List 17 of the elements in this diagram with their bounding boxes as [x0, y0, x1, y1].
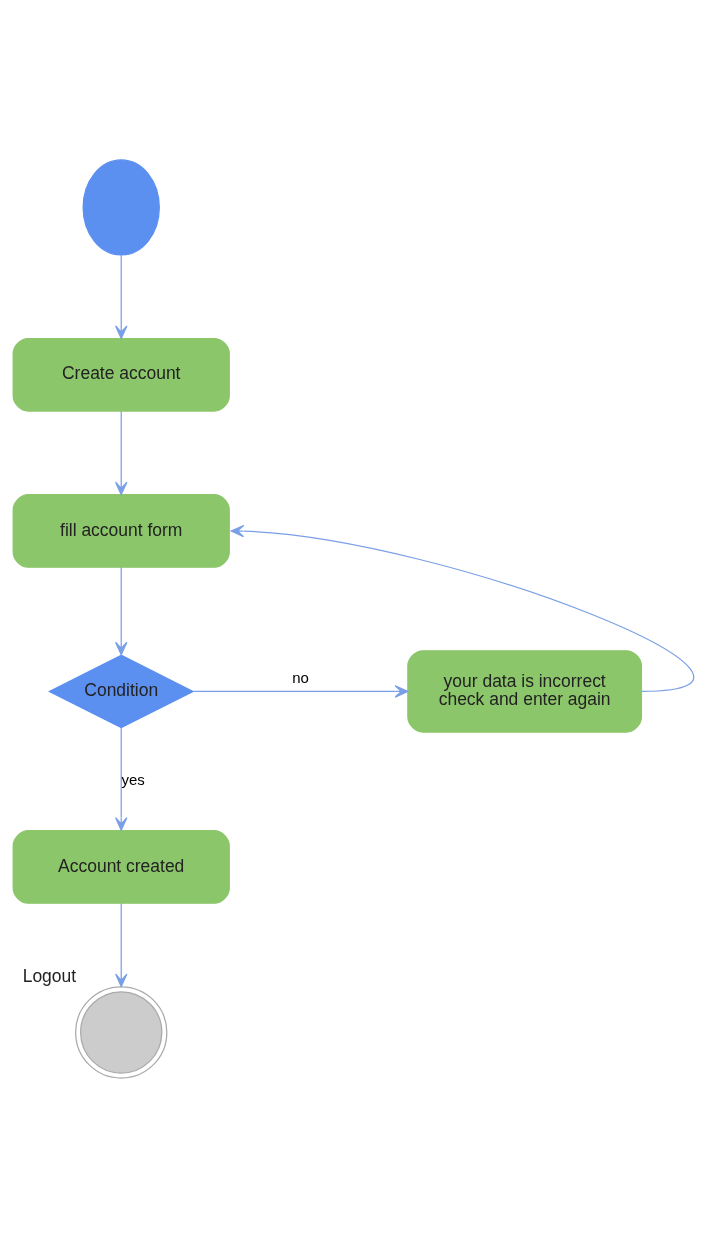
arrow [192, 685, 409, 698]
arrow [114, 566, 128, 656]
node-box: your data is incorrect check and enter again [407, 650, 643, 733]
edge-label: no [292, 669, 309, 687]
arrow [114, 254, 128, 340]
arrow [114, 727, 128, 831]
arrow [114, 902, 128, 988]
arrow [114, 410, 128, 496]
node-label: Logout [22, 966, 77, 987]
node-box: Account created [12, 830, 230, 904]
node-circle [82, 159, 160, 256]
node-box: fill account form [12, 494, 230, 568]
node-box: Create account [12, 337, 230, 412]
node-diamond: Condition [48, 654, 195, 729]
edge-label: yes [121, 771, 145, 789]
node-circle [75, 986, 168, 1079]
arrow [230, 524, 694, 693]
